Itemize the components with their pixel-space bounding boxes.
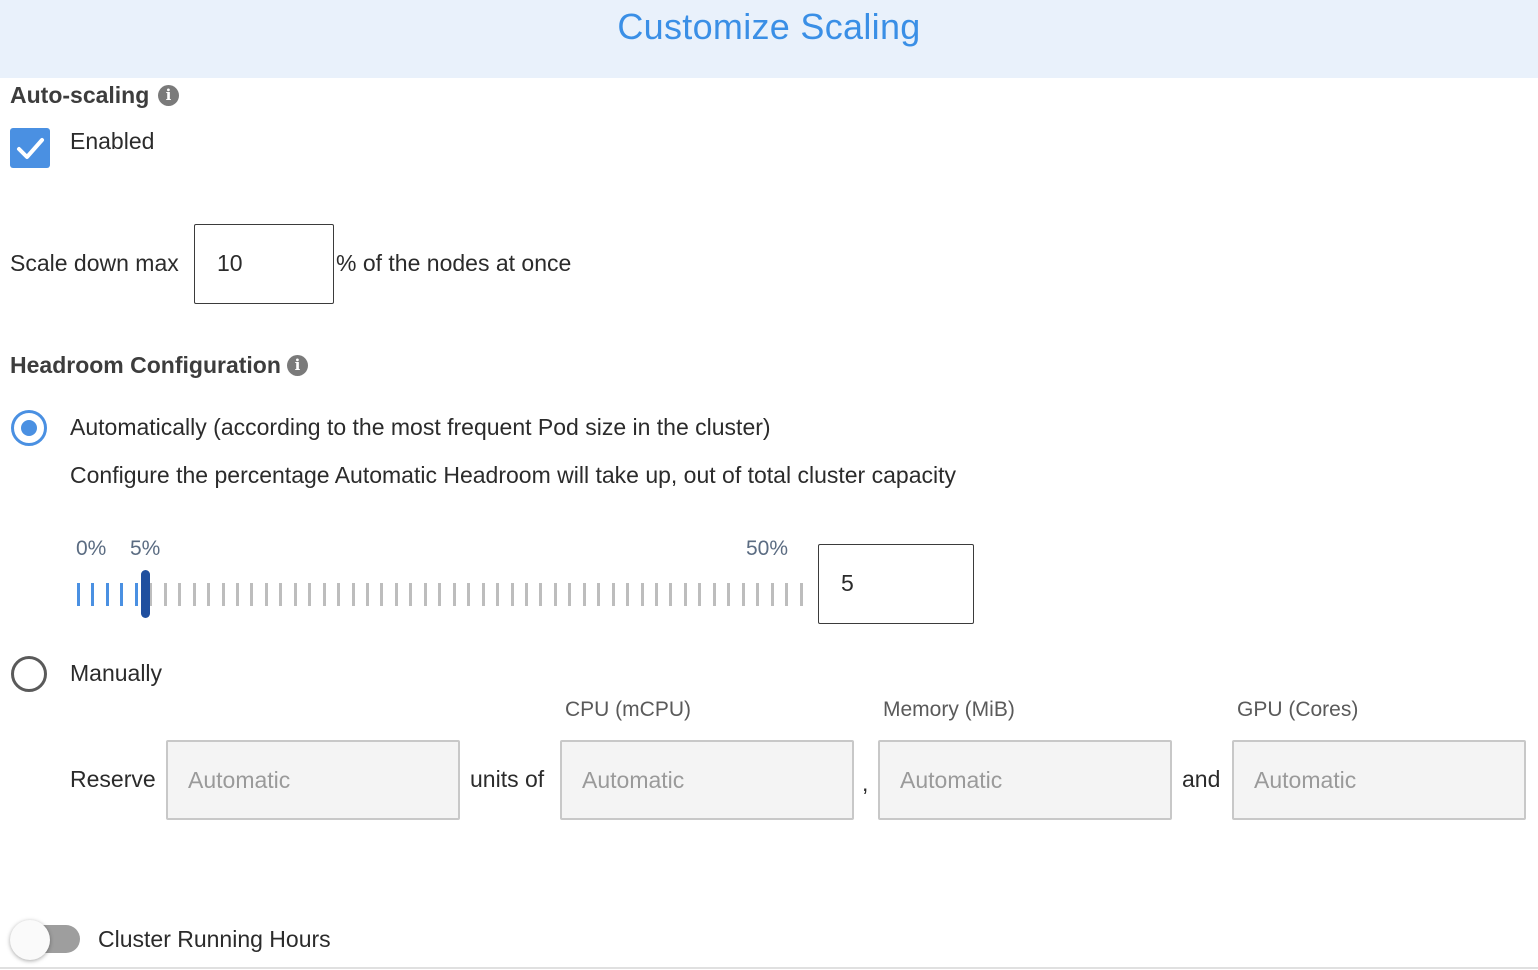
slider-tick bbox=[308, 583, 311, 606]
headroom-percent-input[interactable]: 5 bbox=[818, 544, 974, 624]
slider-tick bbox=[785, 583, 788, 606]
slider-tick bbox=[91, 583, 94, 606]
headroom-label: Headroom Configuration bbox=[10, 352, 281, 378]
slider-tick bbox=[626, 583, 629, 606]
slider-tick bbox=[597, 583, 600, 606]
slider-tick bbox=[713, 583, 716, 606]
slider-tick bbox=[120, 583, 123, 606]
page-header: Customize Scaling bbox=[0, 0, 1538, 78]
memory-field[interactable]: Automatic bbox=[878, 740, 1172, 820]
slider-tick bbox=[669, 583, 672, 606]
slider-tick bbox=[164, 583, 167, 606]
slider-tick bbox=[438, 583, 441, 606]
headroom-auto-label: Automatically (according to the most fre… bbox=[70, 414, 771, 440]
slider-tick bbox=[453, 583, 456, 606]
slider-tick bbox=[655, 583, 658, 606]
slider-tick bbox=[583, 583, 586, 606]
units-of-label: units of bbox=[470, 766, 545, 792]
running-hours-label: Cluster Running Hours bbox=[98, 926, 331, 952]
slider-tick bbox=[742, 583, 745, 606]
slider-tick bbox=[337, 583, 340, 606]
slider-tick bbox=[539, 583, 542, 606]
slider-tick bbox=[756, 583, 759, 606]
slider-tick bbox=[800, 583, 803, 606]
info-icon[interactable]: i bbox=[158, 85, 179, 106]
and-label: and bbox=[1182, 766, 1221, 792]
running-hours-toggle-knob[interactable] bbox=[10, 920, 50, 960]
slider-tick bbox=[265, 583, 268, 606]
slider-tick bbox=[771, 583, 774, 606]
slider-tick bbox=[525, 583, 528, 606]
slider-tick bbox=[568, 583, 571, 606]
checkmark-icon bbox=[17, 138, 44, 159]
slider-tick bbox=[149, 583, 152, 606]
slider-tick bbox=[222, 583, 225, 606]
gpu-column-label: GPU (Cores) bbox=[1237, 698, 1359, 721]
info-icon[interactable]: i bbox=[287, 355, 308, 376]
slider-tick bbox=[207, 583, 210, 606]
slider-tick bbox=[698, 583, 701, 606]
slider-tick bbox=[409, 583, 412, 606]
slider-tick bbox=[641, 583, 644, 606]
slider-tick bbox=[554, 583, 557, 606]
slider-thumb[interactable] bbox=[141, 570, 150, 618]
slider-tick bbox=[424, 583, 427, 606]
slider-tick bbox=[106, 583, 109, 606]
slider-max-label: 50% bbox=[746, 537, 789, 560]
slider-tick bbox=[352, 583, 355, 606]
slider-tick bbox=[467, 583, 470, 606]
slider-tick bbox=[395, 583, 398, 606]
cpu-field[interactable]: Automatic bbox=[560, 740, 854, 820]
autoscaling-label: Auto-scaling bbox=[10, 82, 150, 108]
gpu-field[interactable]: Automatic bbox=[1232, 740, 1526, 820]
slider-tick bbox=[236, 583, 239, 606]
comma-separator: , bbox=[862, 770, 869, 796]
scale-down-percent-input[interactable]: 10 bbox=[194, 224, 334, 304]
slider-tick bbox=[193, 583, 196, 606]
slider-tick bbox=[294, 583, 297, 606]
slider-tick bbox=[77, 583, 80, 606]
slider-tick bbox=[178, 583, 181, 606]
page-title: Customize Scaling bbox=[617, 6, 921, 47]
headroom-manual-label: Manually bbox=[70, 660, 163, 686]
slider-tick bbox=[250, 583, 253, 606]
autoscaling-enabled-label: Enabled bbox=[70, 128, 155, 154]
slider-tick bbox=[366, 583, 369, 606]
slider-tick bbox=[482, 583, 485, 606]
scale-down-prefix: Scale down max bbox=[10, 250, 179, 276]
slider-min-label: 0% bbox=[76, 537, 107, 560]
headroom-auto-description: Configure the percentage Automatic Headr… bbox=[70, 462, 956, 488]
slider-tick bbox=[279, 583, 282, 606]
slider-current-label: 5% bbox=[130, 537, 161, 560]
headroom-auto-radio[interactable] bbox=[11, 410, 47, 446]
memory-column-label: Memory (MiB) bbox=[883, 698, 1015, 721]
autoscaling-enabled-checkbox[interactable] bbox=[10, 128, 50, 168]
reserve-units-field[interactable]: Automatic bbox=[166, 740, 460, 820]
slider-tick bbox=[380, 583, 383, 606]
divider bbox=[0, 967, 1538, 969]
slider-tick bbox=[684, 583, 687, 606]
slider-tick bbox=[323, 583, 326, 606]
slider-tick bbox=[612, 583, 615, 606]
cpu-column-label: CPU (mCPU) bbox=[565, 698, 691, 721]
slider-tick bbox=[496, 583, 499, 606]
slider-tick bbox=[511, 583, 514, 606]
slider-tick bbox=[727, 583, 730, 606]
reserve-label: Reserve bbox=[70, 766, 156, 792]
headroom-manual-radio[interactable] bbox=[11, 656, 47, 692]
scale-down-suffix: % of the nodes at once bbox=[336, 250, 572, 276]
slider-tick bbox=[135, 583, 138, 606]
